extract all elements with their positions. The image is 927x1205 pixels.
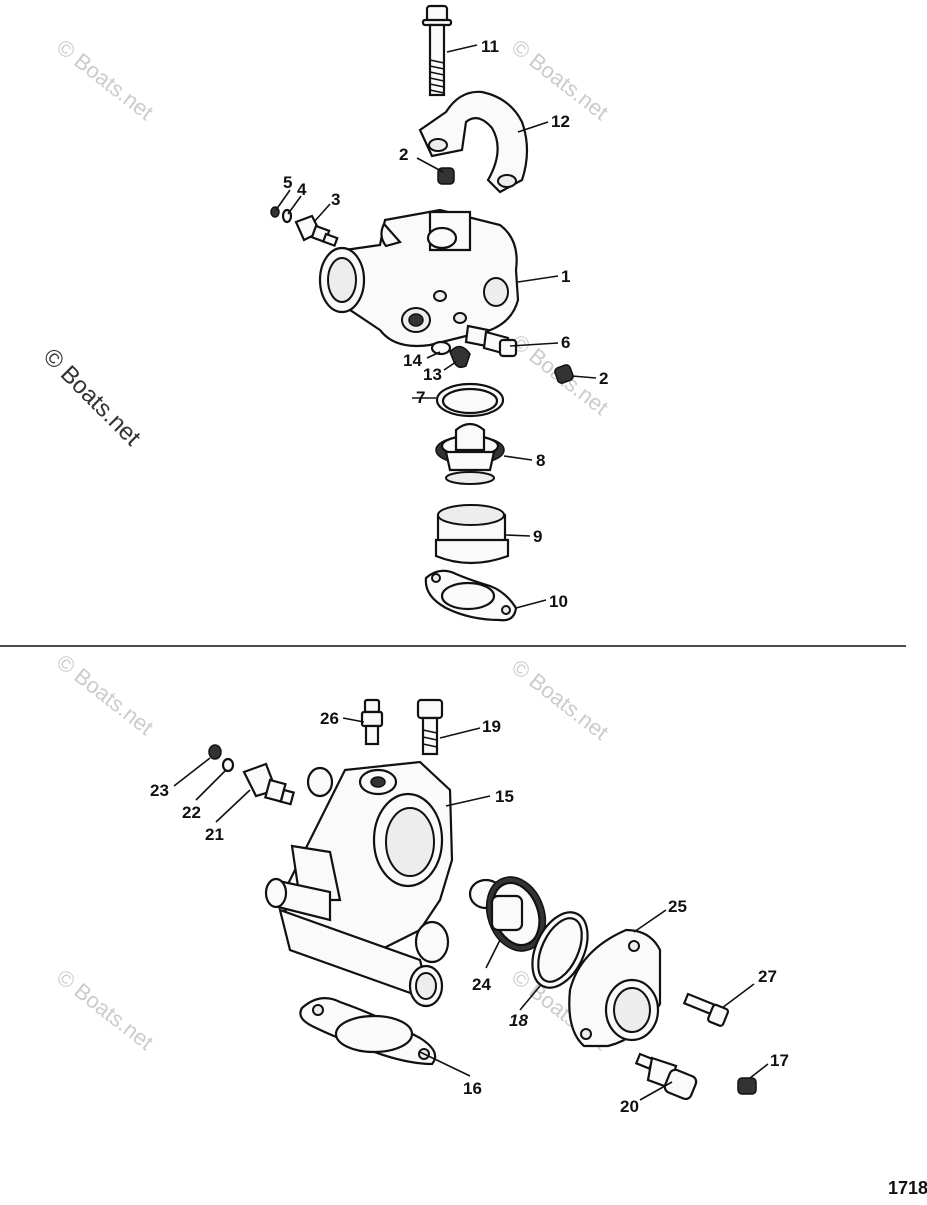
- sensor-20-drawing: [634, 1052, 698, 1101]
- callout-27: 27: [758, 967, 777, 986]
- leader-lines: [173, 44, 769, 1101]
- lower-assembly-drawing: [208, 698, 757, 1101]
- cover-25-drawing: [568, 928, 662, 1048]
- callout-8: 8: [536, 451, 545, 470]
- callout-4: 4: [297, 180, 307, 199]
- callout-11: 11: [481, 37, 499, 56]
- figure-number: 1718: [888, 1178, 927, 1198]
- watermark-faint: © Boats.net: [52, 649, 158, 740]
- sensor-3-drawing: [270, 206, 339, 248]
- callout-3: 3: [331, 190, 340, 209]
- bolt-27-drawing: [682, 992, 730, 1027]
- watermark-faint: © Boats.net: [52, 34, 158, 125]
- oring-18-drawing: [531, 911, 589, 989]
- housing-1-drawing: [318, 208, 520, 348]
- nut-23-drawing: [208, 744, 222, 760]
- callout-14: 14: [403, 351, 422, 370]
- watermark-faint: © Boats.net: [52, 964, 158, 1055]
- callout-1: 1: [561, 267, 570, 286]
- callout-23: 23: [150, 781, 169, 800]
- callout-13: 13: [423, 365, 442, 384]
- callout-7: 7: [416, 388, 425, 407]
- callout-26: 26: [320, 709, 339, 728]
- bracket-12-drawing: [418, 90, 529, 194]
- oring-14-drawing: [430, 340, 452, 356]
- callout-18: 18: [509, 1011, 528, 1030]
- callout-2: 2: [399, 145, 408, 164]
- thermostat-24-drawing: [468, 876, 547, 952]
- callout-6: 6: [561, 333, 570, 352]
- callout-20: 20: [620, 1097, 639, 1116]
- upper-callouts: 11 12 2 5 4 3 1 6 14 13 2 7 8 9 10: [283, 37, 608, 611]
- callout-22: 22: [182, 803, 201, 822]
- callout-10: 10: [549, 592, 568, 611]
- lower-callouts: 26 19 23 22 21 15 25 24 18 27 16 17 20: [150, 709, 789, 1116]
- callout-24: 24: [472, 975, 491, 994]
- sensor-6-drawing: [464, 324, 518, 358]
- plug-17-drawing: [737, 1077, 757, 1095]
- sensor-21-drawing: [242, 762, 296, 806]
- bolt-11-drawing: [421, 4, 453, 97]
- callout-25: 25: [668, 897, 687, 916]
- sleeve-9-drawing: [434, 504, 510, 565]
- callout-19: 19: [482, 717, 501, 736]
- callout-2-right: 2: [599, 369, 608, 388]
- gasket-10-drawing: [424, 569, 518, 622]
- callout-16: 16: [463, 1079, 482, 1098]
- callout-9: 9: [533, 527, 542, 546]
- watermark-faint: © Boats.net: [507, 654, 613, 745]
- fitting-26-drawing: [360, 698, 384, 746]
- upper-assembly-drawing: [270, 4, 574, 622]
- callout-21: 21: [205, 825, 224, 844]
- oring-7-drawing: [435, 382, 505, 418]
- housing-15-drawing: [264, 760, 454, 1008]
- callout-15: 15: [495, 787, 514, 806]
- bolt-19-drawing: [416, 698, 444, 756]
- thermostat-8-drawing: [435, 422, 505, 485]
- callout-12: 12: [551, 112, 570, 131]
- washer-22-drawing: [221, 757, 235, 773]
- callout-5: 5: [283, 173, 292, 192]
- watermark-main: © Boats.net: [38, 343, 146, 451]
- gasket-16-drawing: [299, 997, 437, 1066]
- callout-17: 17: [770, 1051, 789, 1070]
- plug-2-right-drawing: [554, 364, 574, 384]
